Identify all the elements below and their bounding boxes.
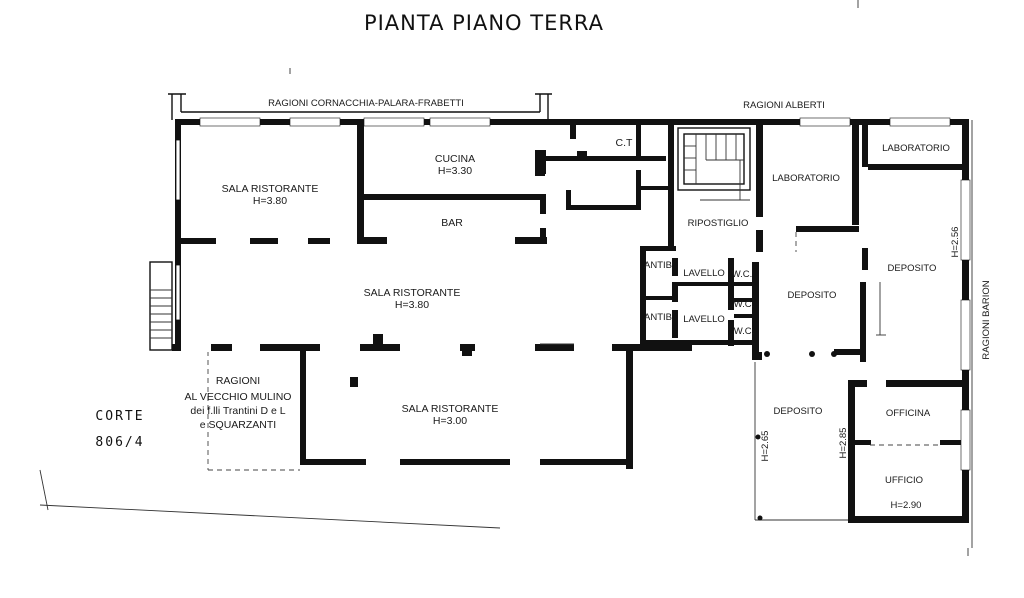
pillars bbox=[535, 150, 837, 357]
stairwell bbox=[677, 127, 751, 201]
north-boundary bbox=[168, 93, 552, 120]
neighbour-line-2: AL VECCHIO MULINO bbox=[185, 391, 292, 403]
room-antib-2: ANTIB bbox=[644, 312, 672, 323]
room-ufficio: UFFICIO bbox=[885, 475, 923, 486]
room-ufficio-height: H=2.90 bbox=[891, 500, 922, 511]
room-sala-ristorante-nw-height: H=3.80 bbox=[253, 195, 287, 207]
courtyard-number: 806/4 bbox=[95, 435, 144, 450]
room-lavello-2: LAVELLO bbox=[683, 314, 725, 325]
interior-walls bbox=[181, 119, 969, 523]
room-bar: BAR bbox=[441, 217, 463, 229]
room-cucina: CUCINA bbox=[435, 153, 475, 165]
neighbour-line-1: RAGIONI bbox=[216, 375, 260, 387]
plan-title: PIANTA PIANO TERRA bbox=[364, 11, 604, 35]
boundary-label-north: RAGIONI CORNACCHIA-PALARA-FRABETTI bbox=[268, 98, 464, 109]
room-sala-ristorante-south: SALA RISTORANTE bbox=[402, 403, 499, 415]
neighbour-line-4: e SQUARZANTI bbox=[200, 419, 276, 431]
room-cucina-height: H=3.30 bbox=[438, 165, 472, 177]
room-deposito-3: DEPOSITO bbox=[774, 406, 823, 417]
room-deposito-1: DEPOSITO bbox=[788, 290, 837, 301]
site-boundaries bbox=[39, 120, 973, 548]
room-wc-3: W.C. bbox=[734, 326, 755, 337]
room-officina: OFFICINA bbox=[886, 408, 931, 419]
height-label-east: H=2.56 bbox=[950, 227, 961, 258]
height-label-south-a: H=2.65 bbox=[760, 431, 771, 462]
height-label-south-b: H=2.85 bbox=[838, 428, 849, 459]
door-gaps bbox=[181, 117, 971, 471]
west-windows bbox=[175, 139, 181, 321]
room-laboratorio-1: LABORATORIO bbox=[772, 173, 840, 184]
room-laboratorio-2: LABORATORIO bbox=[882, 143, 950, 154]
room-wc-2: W.C. bbox=[734, 299, 755, 310]
courtyard-label: CORTE bbox=[95, 409, 144, 424]
room-sala-ristorante-south-height: H=3.00 bbox=[433, 415, 467, 427]
room-sala-ristorante-center: SALA RISTORANTE bbox=[364, 287, 461, 299]
boundary-label-east: RAGIONI BARION bbox=[981, 280, 992, 359]
west-stair bbox=[149, 261, 173, 351]
room-deposito-2: DEPOSITO bbox=[888, 263, 937, 274]
room-ripostiglio: RIPOSTIGLIO bbox=[688, 218, 749, 229]
boundary-label-north-east: RAGIONI ALBERTI bbox=[743, 100, 825, 111]
room-sala-ristorante-nw: SALA RISTORANTE bbox=[222, 183, 319, 195]
room-lavello-1: LAVELLO bbox=[683, 268, 725, 279]
room-wc-1: W.C. bbox=[732, 269, 753, 280]
south-hall-walls bbox=[300, 334, 633, 465]
room-antib-1: ANTIB bbox=[644, 260, 672, 271]
room-sala-ristorante-center-height: H=3.80 bbox=[395, 299, 429, 311]
room-ct: C.T bbox=[616, 137, 634, 149]
neighbour-line-3: dei f.lli Trantini D e L bbox=[190, 405, 285, 417]
